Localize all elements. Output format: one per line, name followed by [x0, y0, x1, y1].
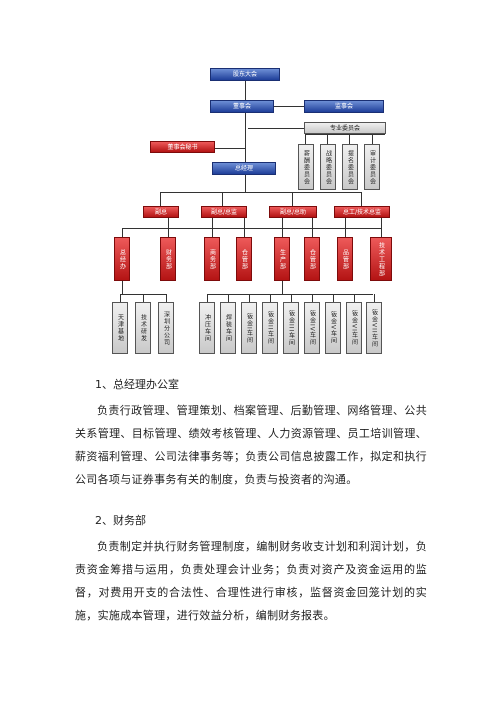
box-board[interactable]: 董事会 — [210, 100, 274, 113]
box-board-secretary[interactable]: 董事会秘书 — [150, 141, 215, 153]
deputy-1[interactable]: 副总/总监 — [201, 206, 247, 218]
dept-7[interactable]: 技术工程部 — [370, 237, 392, 281]
connector — [122, 280, 123, 294]
connector — [291, 294, 292, 302]
connector — [160, 192, 161, 206]
dept-6[interactable]: 品管部 — [337, 237, 353, 281]
dept-3[interactable]: 仓管部 — [236, 237, 252, 281]
sub-b-0[interactable]: 冲压车间 — [199, 302, 215, 354]
deputy-0[interactable]: 副总 — [143, 206, 179, 218]
sub-a-0[interactable]: 天津基地 — [112, 302, 128, 354]
section-body-1: 负责行政管理、管理策划、档案管理、后勤管理、网络管理、公共关系管理、目标管理、绩… — [75, 404, 427, 486]
connector — [120, 294, 121, 302]
section-body-2: 负责制定并执行财务管理制度，编制财务收支计划和利润计划，负责资金筹措与运用，负责… — [75, 540, 427, 622]
connector — [245, 112, 246, 162]
connector — [222, 192, 223, 206]
connector — [212, 218, 213, 237]
connector — [248, 128, 338, 129]
connector — [333, 294, 334, 302]
dept-4[interactable]: 生产部 — [274, 237, 290, 281]
sub-b-1[interactable]: 焊装车间 — [220, 302, 236, 354]
connector — [274, 106, 304, 107]
connector — [166, 294, 167, 302]
connector — [305, 134, 306, 144]
connector — [122, 228, 382, 229]
committee-1[interactable]: 战略委员会 — [320, 144, 336, 190]
dept-5[interactable]: 仓管部 — [304, 237, 320, 281]
connector — [207, 294, 208, 302]
sub-a-2[interactable]: 深圳分公司 — [158, 302, 174, 354]
sub-b-6[interactable]: 钣金V车间 — [325, 302, 341, 354]
connector — [354, 294, 355, 302]
sub-a-1[interactable]: 技术研发 — [135, 302, 151, 354]
sub-b-7[interactable]: 钣金VI车间 — [346, 302, 362, 354]
committee-3[interactable]: 审计委员会 — [364, 144, 380, 190]
connector — [349, 134, 350, 144]
connector — [245, 174, 246, 192]
committee-2[interactable]: 提名委员会 — [342, 144, 358, 190]
connector — [312, 218, 313, 237]
sub-b-5[interactable]: 钣金IV车间 — [304, 302, 320, 354]
connector — [282, 280, 283, 294]
connector — [374, 294, 375, 302]
connector — [345, 218, 346, 237]
sub-b-3[interactable]: 钣金II车间 — [262, 302, 278, 354]
connector — [122, 228, 123, 237]
connector — [207, 294, 373, 295]
section-heading-2: 2、财务部 — [95, 514, 146, 527]
connector — [244, 218, 245, 237]
sub-b-2[interactable]: 钣金I车间 — [241, 302, 257, 354]
connector — [160, 192, 361, 193]
box-gm[interactable]: 总经理 — [212, 162, 276, 175]
section-heading-1: 1、总经理办公室 — [95, 378, 179, 391]
connector — [292, 192, 293, 206]
connector — [305, 134, 385, 135]
connector — [282, 218, 283, 237]
box-shareholders[interactable]: 股东大会 — [210, 68, 280, 81]
connector — [372, 134, 373, 144]
deputy-2[interactable]: 副总/总助 — [269, 206, 317, 218]
connector — [312, 294, 313, 302]
box-committee[interactable]: 专业委员会 — [304, 122, 386, 134]
connector — [381, 218, 382, 237]
connector — [361, 192, 362, 206]
connector — [327, 134, 328, 144]
deputy-3[interactable]: 总工/技术总监 — [334, 206, 390, 218]
dept-0[interactable]: 总经办 — [114, 237, 130, 281]
box-supervisors[interactable]: 监事会 — [304, 100, 384, 113]
dept-1[interactable]: 财务部 — [160, 237, 176, 281]
connector — [245, 80, 246, 100]
sub-b-8[interactable]: 钣金VII车间 — [366, 302, 382, 354]
sub-b-4[interactable]: 钣金III车间 — [283, 302, 299, 354]
connector — [215, 148, 245, 149]
connector — [249, 294, 250, 302]
org-chart: 股东大会 董事会 监事会 专业委员会 董事会秘书 总经理 薪酬委员会 战略委员会… — [112, 68, 392, 354]
dept-2[interactable]: 商务部 — [204, 237, 220, 281]
connector — [168, 218, 169, 237]
connector — [228, 294, 229, 302]
connector — [270, 294, 271, 302]
committee-0[interactable]: 薪酬委员会 — [298, 144, 314, 190]
connector — [143, 294, 144, 302]
